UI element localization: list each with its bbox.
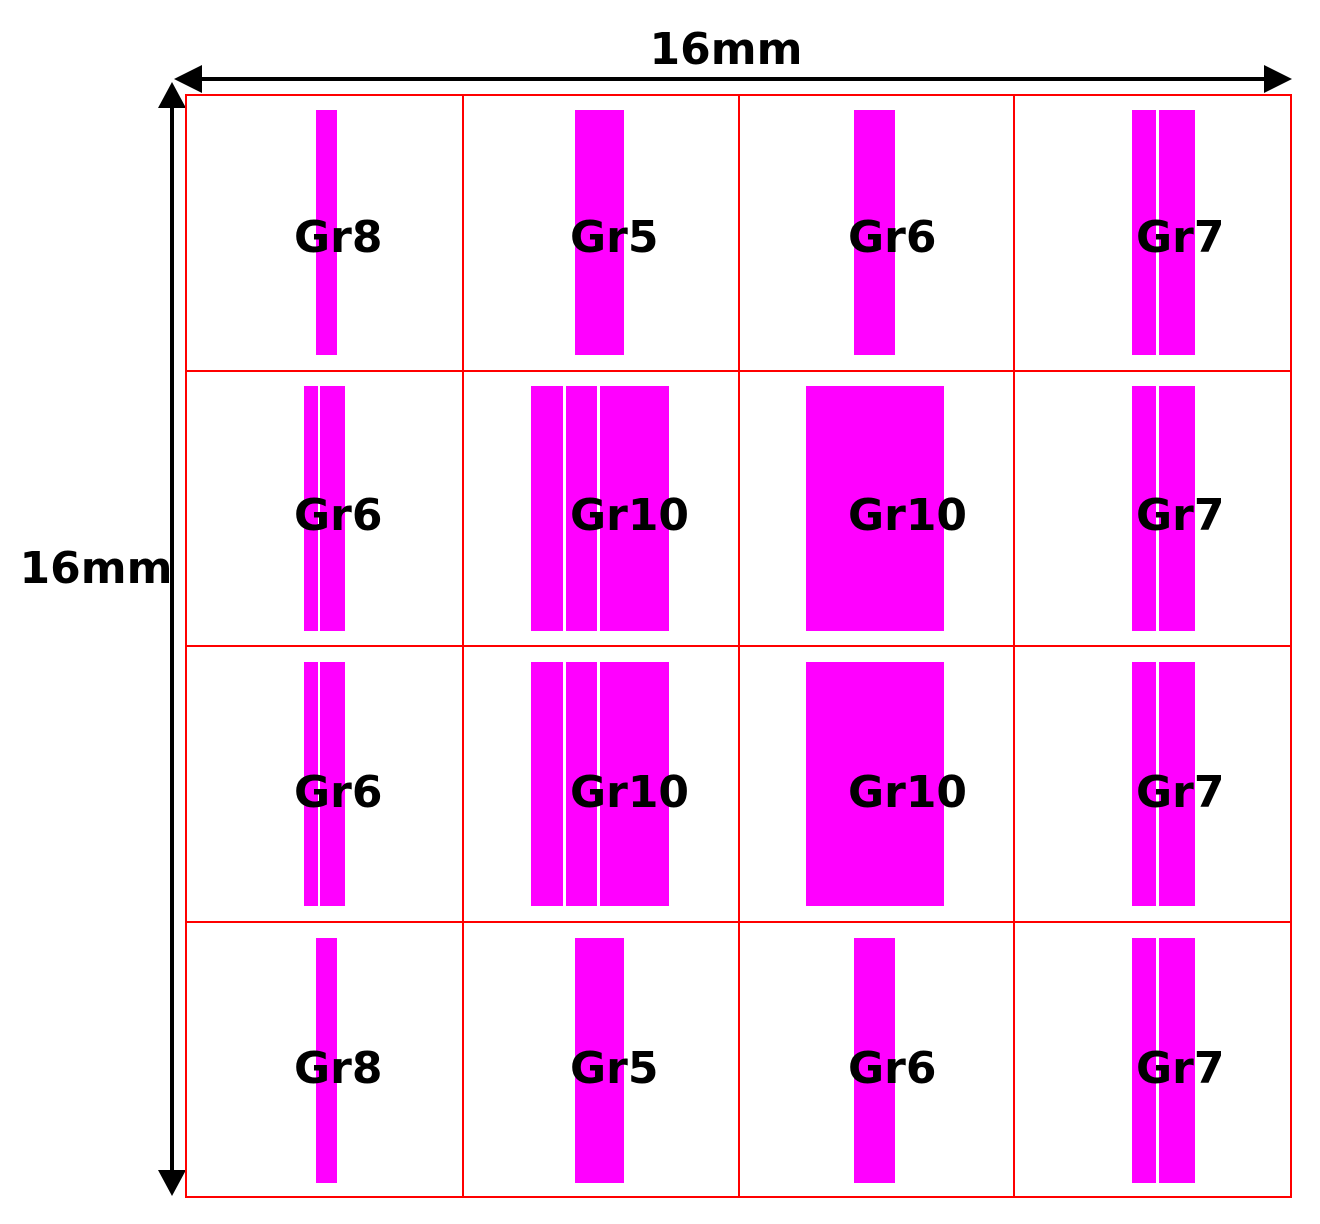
cell-label: Gr10 bbox=[848, 767, 967, 818]
cell-label: Gr7 bbox=[1136, 1043, 1224, 1094]
strip bbox=[316, 110, 337, 355]
strip bbox=[320, 662, 345, 906]
width-dimension-label: 16mm bbox=[650, 24, 803, 75]
height-dimension: 16mm bbox=[20, 82, 186, 1196]
strip bbox=[806, 386, 944, 631]
cell-label: Gr7 bbox=[1136, 767, 1224, 818]
cell-label: Gr5 bbox=[570, 1043, 658, 1094]
cell-label: Gr10 bbox=[848, 490, 967, 541]
width-arrow-right-head bbox=[1264, 65, 1292, 93]
grid-lines bbox=[185, 94, 1292, 1198]
strip bbox=[566, 386, 597, 631]
cell-label: Gr6 bbox=[848, 1043, 936, 1094]
strip bbox=[304, 386, 318, 631]
strip bbox=[1159, 662, 1195, 906]
height-arrow-bottom-head bbox=[158, 1170, 186, 1196]
strip bbox=[1159, 386, 1195, 631]
cell-label: Gr8 bbox=[294, 212, 382, 263]
strip bbox=[531, 662, 563, 906]
strip bbox=[1159, 938, 1195, 1183]
cell-label: Gr5 bbox=[570, 212, 658, 263]
strip bbox=[1132, 110, 1156, 355]
cell-label: Gr6 bbox=[294, 490, 382, 541]
strip bbox=[320, 386, 345, 631]
strip bbox=[1132, 938, 1156, 1183]
cell-labels: Gr8 Gr5 Gr6 Gr7 Gr6 Gr10 Gr10 Gr7 Gr6 Gr… bbox=[294, 212, 1224, 1094]
strip bbox=[600, 662, 669, 906]
strip bbox=[1159, 110, 1195, 355]
strip bbox=[1132, 386, 1156, 631]
width-arrow-left-head bbox=[174, 65, 202, 93]
strip bbox=[806, 662, 944, 906]
cell-label: Gr7 bbox=[1136, 490, 1224, 541]
cell-label: Gr10 bbox=[570, 490, 689, 541]
strip bbox=[854, 110, 895, 355]
strip bbox=[531, 386, 563, 631]
strip bbox=[575, 938, 624, 1183]
strips-layer bbox=[304, 110, 1195, 1183]
strip bbox=[575, 110, 624, 355]
strip bbox=[566, 662, 597, 906]
cell-label: Gr10 bbox=[570, 767, 689, 818]
cell-label: Gr7 bbox=[1136, 212, 1224, 263]
height-arrow-top-head bbox=[158, 82, 186, 108]
cell-label: Gr6 bbox=[294, 767, 382, 818]
cell-label: Gr8 bbox=[294, 1043, 382, 1094]
height-dimension-label: 16mm bbox=[20, 543, 173, 594]
strip bbox=[304, 662, 318, 906]
cell-label: Gr6 bbox=[848, 212, 936, 263]
strip bbox=[316, 938, 337, 1183]
strip bbox=[854, 938, 895, 1183]
strip bbox=[1132, 662, 1156, 906]
width-dimension: 16mm bbox=[174, 24, 1292, 93]
strip bbox=[600, 386, 669, 631]
